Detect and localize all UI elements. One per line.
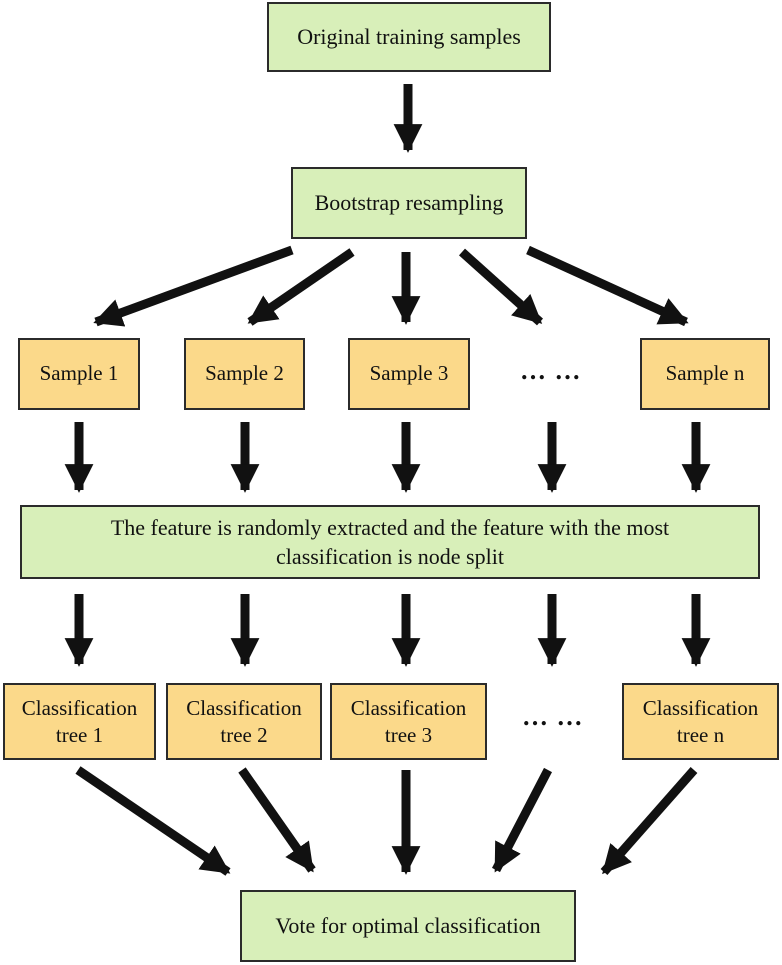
sample-1-box: Sample 1 [18, 338, 140, 410]
arrow-bootstrap-to-sample-ellipsis [458, 248, 544, 326]
tree-3-line-1: Classification [350, 696, 467, 721]
vote-optimal-classification-box: Vote for optimal classification [240, 890, 576, 962]
arrow-bootstrap-to-sample-2 [247, 248, 355, 326]
arrow-bootstrap-to-sample-1 [93, 245, 294, 327]
bootstrap-resampling-box: Bootstrap resampling [291, 167, 527, 239]
arrow-tree-n-to-vote [600, 767, 698, 875]
sample-n-box: Sample n [640, 338, 770, 410]
original-training-samples-box: Original training samples [267, 2, 551, 72]
classification-tree-n-box: Classification tree n [622, 683, 779, 760]
tree-1-line-1: Classification [21, 696, 138, 721]
sample-1-label: Sample 1 [39, 361, 119, 386]
tree-1-line-2: tree 1 [55, 722, 104, 747]
sample-n-label: Sample n [665, 361, 745, 386]
tree-2-line-2: tree 2 [220, 722, 268, 747]
tree-n-line-1: Classification [642, 696, 759, 721]
arrow-tree-2-to-vote [238, 767, 316, 873]
feature-split-label: The feature is randomly extracted and th… [110, 514, 670, 569]
sample-2-box: Sample 2 [184, 338, 305, 410]
original-training-samples-label: Original training samples [297, 24, 521, 50]
feature-split-box: The feature is randomly extracted and th… [20, 505, 760, 579]
sample-3-label: Sample 3 [369, 361, 449, 386]
arrow-tree-1-to-vote [75, 766, 231, 876]
tree-ellipsis: … … [522, 702, 584, 731]
vote-optimal-classification-label: Vote for optimal classification [275, 913, 541, 939]
sample-ellipsis: … … [520, 356, 582, 385]
tree-2-line-1: Classification [186, 696, 302, 721]
tree-n-line-2: tree n [676, 722, 725, 747]
sample-2-label: Sample 2 [205, 361, 284, 386]
arrow-tree-ellipsis-to-vote [492, 767, 552, 873]
classification-tree-3-box: Classification tree 3 [330, 683, 487, 760]
sample-3-box: Sample 3 [348, 338, 470, 410]
classification-tree-1-box: Classification tree 1 [3, 683, 156, 760]
arrow-bootstrap-to-sample-n [526, 245, 689, 327]
classification-tree-2-box: Classification tree 2 [166, 683, 322, 760]
tree-3-line-2: tree 3 [384, 722, 433, 747]
bootstrap-resampling-label: Bootstrap resampling [314, 190, 504, 216]
